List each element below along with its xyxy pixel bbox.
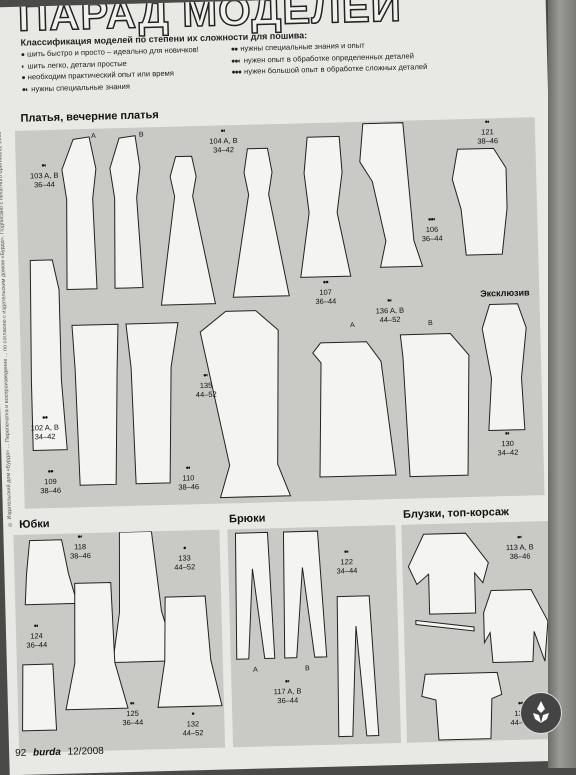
variant-label-b: B bbox=[427, 319, 433, 328]
difficulty-dots: ● bbox=[20, 51, 25, 59]
belt-sketch bbox=[415, 619, 475, 632]
dress-sketch-104a bbox=[160, 155, 217, 306]
facing-page-edge bbox=[548, 0, 576, 768]
dress-sketch-121 bbox=[451, 147, 508, 256]
variant-label-a: A bbox=[90, 132, 96, 140]
dress-sketch-102 bbox=[29, 259, 68, 451]
variant-label-a: A bbox=[252, 666, 258, 674]
difficulty-dots: ●● bbox=[230, 45, 238, 54]
skirt-sketches bbox=[22, 530, 223, 732]
watermark-badge-icon bbox=[520, 692, 562, 734]
dress-sketch-107 bbox=[300, 135, 352, 278]
side-credit: © Издательский дом «Бурда» ... Перепечат… bbox=[0, 131, 14, 528]
difficulty-dots: ●●● bbox=[231, 68, 242, 77]
trouser-sketch-122 bbox=[336, 595, 380, 738]
dress-sketch-110 bbox=[125, 322, 179, 485]
dress-sketch-109 bbox=[71, 323, 119, 486]
dress-sketches bbox=[29, 122, 527, 499]
page-footer: 92 burda 12/2008 bbox=[15, 746, 104, 759]
dress-sketch-135 bbox=[199, 310, 292, 499]
difficulty-dots: ◐ bbox=[21, 63, 25, 71]
variant-label-a: A bbox=[349, 322, 355, 330]
exclusive-label: Эксклюзив bbox=[480, 287, 530, 299]
variant-label-b: B bbox=[304, 665, 310, 673]
dress-sketch-136b bbox=[399, 333, 470, 478]
skirt-sketch-132 bbox=[157, 595, 223, 708]
dress-sketch-103a bbox=[61, 136, 98, 291]
blouse-sketches bbox=[407, 532, 549, 741]
section-title-dresses: Платья, вечерние платья bbox=[20, 109, 159, 125]
section-title-skirts: Юбки bbox=[19, 518, 50, 531]
dress-sketch-103b bbox=[109, 135, 144, 289]
classification-list-left: ●шить быстро и просто – идеально для нов… bbox=[21, 45, 200, 96]
section-title-trousers: Брюки bbox=[228, 512, 266, 526]
section-title-blouses: Блузки, топ-корсаж bbox=[402, 506, 509, 521]
dress-sketch-136a bbox=[312, 341, 397, 478]
blouse-sketch-113b bbox=[483, 588, 549, 664]
dress-sketch-104b bbox=[232, 147, 290, 298]
variant-label-b: B bbox=[138, 131, 144, 139]
dress-sketch-106 bbox=[359, 122, 424, 268]
difficulty-dots: ●●◐ bbox=[231, 57, 241, 65]
trouser-sketch-117a bbox=[234, 531, 276, 660]
skirt-sketch-125 bbox=[22, 663, 58, 732]
issue-date: 12/2008 bbox=[67, 745, 104, 758]
page-number: 92 bbox=[15, 747, 27, 760]
brand-logo: burda bbox=[32, 746, 61, 759]
trouser-sketches bbox=[234, 530, 380, 738]
blouse-sketch-134 bbox=[421, 671, 503, 741]
blouses-panel: ●◐113 A, B38–46 ●●13444–52 bbox=[401, 520, 559, 743]
blouse-sketch-113a bbox=[407, 532, 489, 615]
difficulty-dots: ● bbox=[21, 74, 25, 82]
classification-list-right: ●●нужны специальные знания и опыт ●●◐нуж… bbox=[231, 39, 428, 79]
trouser-sketch-117b bbox=[282, 530, 328, 659]
skirt-sketch-124 bbox=[65, 581, 129, 711]
dress-sketch-130 bbox=[481, 303, 527, 432]
difficulty-dots: ●◐ bbox=[21, 85, 29, 94]
